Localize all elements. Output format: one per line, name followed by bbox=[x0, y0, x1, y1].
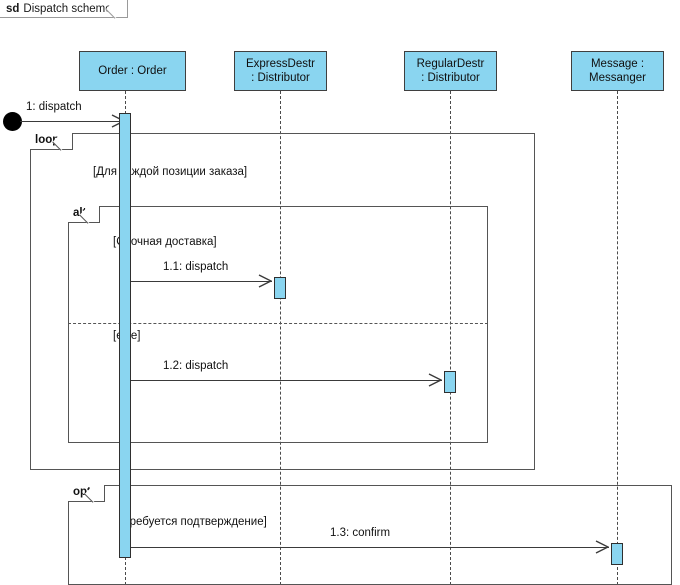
lifeline-head-order[interactable]: Order : Order bbox=[79, 51, 186, 91]
message-1-3-line[interactable] bbox=[131, 547, 609, 548]
message-1-2-arrowhead bbox=[428, 373, 442, 387]
lifeline-name-line1: ExpressDestr bbox=[245, 58, 316, 70]
lifeline-name-line1: RegularDestr bbox=[416, 58, 485, 70]
message-1-line[interactable] bbox=[20, 121, 125, 122]
fragment-opt-operator-label: opt bbox=[68, 485, 105, 503]
fragment-alt[interactable] bbox=[68, 206, 488, 443]
fragment-loop-operator-label: loop bbox=[30, 133, 74, 151]
fragment-loop[interactable] bbox=[30, 133, 535, 470]
fragment-loop-guard: [Для каждой позиции заказа] bbox=[93, 166, 248, 178]
activation-order[interactable] bbox=[119, 113, 131, 558]
activation-expressdestr[interactable] bbox=[274, 277, 286, 299]
lifeline-head-regulardestr[interactable]: RegularDestr : Distributor bbox=[404, 51, 497, 91]
message-1-3-label: 1.3: confirm bbox=[330, 527, 391, 539]
message-1-1-label: 1.1: dispatch bbox=[163, 261, 229, 273]
lifeline-name-line2: : Distributor bbox=[421, 72, 480, 84]
fragment-alt-operator-label: alt bbox=[68, 206, 101, 224]
activation-messenger[interactable] bbox=[611, 543, 623, 565]
lifeline-head-messenger[interactable]: Message : Messanger bbox=[571, 51, 664, 91]
message-1-2-label: 1.2: dispatch bbox=[163, 360, 229, 372]
message-1-label: 1: dispatch bbox=[26, 101, 82, 113]
lifeline-line-messenger bbox=[617, 91, 618, 585]
lifeline-head-expressdestr[interactable]: ExpressDestr : Distributor bbox=[234, 51, 327, 91]
diagram-kind-keyword: sd bbox=[6, 2, 20, 15]
diagram-title: Dispatch scheme bbox=[23, 2, 112, 15]
fragment-opt-guard: [Требуется подтверждение] bbox=[120, 516, 267, 528]
activation-regulardestr[interactable] bbox=[444, 371, 456, 393]
lifeline-line-regulardestr bbox=[450, 91, 451, 585]
lifeline-name-line1: Order : Order bbox=[98, 65, 167, 77]
lifeline-line-expressdestr bbox=[280, 91, 281, 585]
message-1-2-line[interactable] bbox=[131, 380, 442, 381]
message-1-1-line[interactable] bbox=[131, 281, 272, 282]
fragment-alt-operand-divider bbox=[68, 323, 488, 324]
lifeline-name-line1: Message : bbox=[590, 58, 645, 70]
fragment-alt-guard: [Срочная доставка] bbox=[113, 236, 217, 248]
lifeline-name-line2: : Distributor bbox=[251, 72, 310, 84]
message-1-3-arrowhead bbox=[595, 540, 609, 554]
found-message-start-node bbox=[3, 112, 22, 131]
lifeline-name-line2: Messanger bbox=[589, 72, 646, 84]
diagram-frame-tab: sd Dispatch scheme bbox=[0, 0, 128, 19]
message-1-1-arrowhead bbox=[258, 274, 272, 288]
